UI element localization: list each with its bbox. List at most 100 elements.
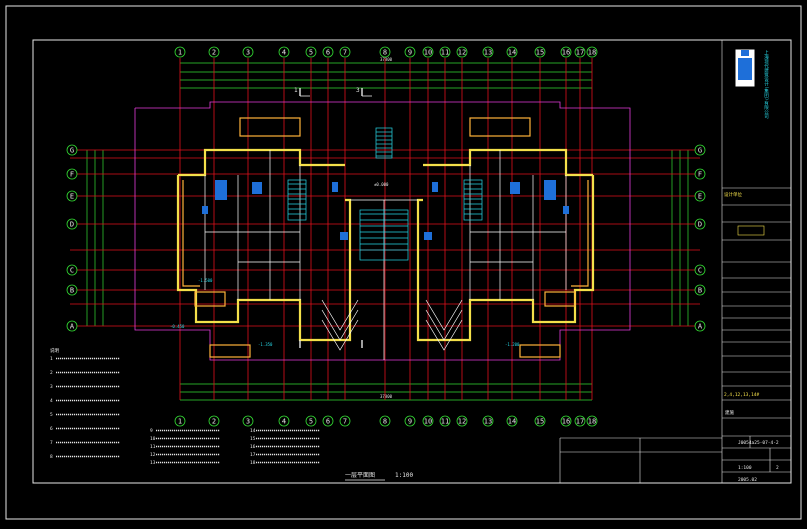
- axis-bottom-14-label: 14: [508, 418, 516, 426]
- axis-bottom-1: 1: [174, 415, 186, 427]
- title-block: [559, 40, 791, 483]
- axis-bottom-5-label: 5: [309, 418, 313, 426]
- elevation-label-2: -0.450: [170, 324, 185, 329]
- axis-bottom-15-label: 15: [536, 418, 544, 426]
- axis-bottom-17: 17: [574, 415, 586, 427]
- axis-top-5: 5: [305, 46, 317, 58]
- axis-right-C-label: C: [698, 267, 702, 275]
- axis-top-9-label: 9: [408, 49, 412, 57]
- axis-bottom-9-label: 9: [408, 418, 412, 426]
- axis-left-A-label: A: [70, 323, 75, 331]
- note-number: 6: [50, 426, 53, 432]
- axis-top-2: 2: [208, 46, 220, 58]
- notes-header: 说明: [50, 347, 59, 354]
- axis-top-14-label: 14: [508, 49, 516, 57]
- axis-left-F: F: [66, 168, 78, 180]
- axis-left-C-label: C: [70, 267, 74, 275]
- axis-right-E: E: [694, 190, 706, 202]
- axis-top-18-label: 18: [588, 49, 596, 57]
- axis-bottom-8: 8: [379, 415, 391, 427]
- tb-project-number: J0054a25-07-4-2: [738, 440, 779, 446]
- tb-stamp-box: [737, 225, 765, 236]
- axis-bottom-7-label: 7: [343, 418, 347, 426]
- axis-left-F-label: F: [70, 171, 74, 179]
- axis-right-F: F: [694, 168, 706, 180]
- sheet-inner-frame: [32, 39, 792, 484]
- axis-top-4-label: 4: [282, 49, 286, 57]
- axis-bottom-15: 15: [534, 415, 546, 427]
- axis-top-2-label: 2: [212, 49, 216, 57]
- axis-left-A: A: [66, 320, 78, 332]
- axis-bottom-12: 12: [456, 415, 468, 427]
- axis-bottom-17-label: 17: [576, 418, 584, 426]
- axis-bottom-11: 11: [439, 415, 451, 427]
- axis-top-4: 4: [278, 46, 290, 58]
- axis-bottom-12-label: 12: [458, 418, 466, 426]
- axis-left-G-label: G: [70, 147, 74, 155]
- tb-sheet-label: 建施: [725, 409, 734, 416]
- note-number: 16: [250, 444, 256, 450]
- axis-top-6: 6: [322, 46, 334, 58]
- axis-left-E-label: E: [70, 193, 74, 201]
- axis-bottom-18: 18: [586, 415, 598, 427]
- axis-top-15-label: 15: [536, 49, 544, 57]
- stair-treads: [288, 131, 482, 251]
- note-number: 17: [250, 452, 256, 458]
- axis-top-15: 15: [534, 46, 546, 58]
- note-number: 12: [150, 452, 156, 458]
- site-outline: [134, 101, 631, 361]
- axis-top-16: 16: [560, 46, 572, 58]
- axis-top-7-label: 7: [343, 49, 347, 57]
- axis-bottom-11-label: 11: [441, 418, 449, 426]
- garage-ramps: [321, 299, 463, 351]
- section-mark-1: 1: [294, 87, 298, 94]
- exterior-walls: [176, 148, 595, 342]
- axis-right-C: C: [694, 264, 706, 276]
- axis-right-A: A: [694, 320, 706, 332]
- axis-bottom-13-label: 13: [484, 418, 492, 426]
- axis-left-G: G: [66, 144, 78, 156]
- note-number: 8: [50, 454, 53, 460]
- axis-top-18: 18: [586, 46, 598, 58]
- sheet-outer-frame: [5, 5, 802, 520]
- top-dimension-chains: [86, 62, 689, 401]
- axis-right-E-label: E: [698, 193, 702, 201]
- note-number: 15: [250, 436, 256, 442]
- terraces: [194, 117, 576, 358]
- company-name: 上海现代建筑设计(集团)有限公司: [764, 49, 770, 119]
- axis-bottom-16: 16: [560, 415, 572, 427]
- axis-top-6-label: 6: [326, 49, 330, 57]
- axis-top-7: 7: [339, 46, 351, 58]
- axis-bottom-1-label: 1: [178, 418, 182, 426]
- axis-bottom-3-label: 3: [246, 418, 250, 426]
- axis-left-B: B: [66, 284, 78, 296]
- axis-left-C: C: [66, 264, 78, 276]
- axis-top-10: 10: [422, 46, 434, 58]
- axis-bottom-6: 6: [322, 415, 334, 427]
- axis-bottom-9: 9: [404, 415, 416, 427]
- axis-left-B-label: B: [70, 287, 74, 295]
- axis-top-17-label: 17: [576, 49, 584, 57]
- axis-top-14: 14: [506, 46, 518, 58]
- elevation-label-1: -1.500: [198, 278, 213, 283]
- axis-top-11-label: 11: [441, 49, 449, 57]
- tb-project-scope: 2,4,12,13,14#: [724, 392, 760, 398]
- note-number: 14: [250, 428, 256, 434]
- note-number: 10: [150, 436, 156, 442]
- note-number: 2: [50, 370, 53, 376]
- bottom-overall-dimension: 37800: [380, 394, 393, 399]
- note-number: 7: [50, 440, 53, 446]
- axis-top-10-label: 10: [424, 49, 432, 57]
- axis-top-12: 12: [456, 46, 468, 58]
- axis-top-1-label: 1: [178, 49, 182, 57]
- top-overall-dimension: 37800: [380, 57, 393, 62]
- note-number: 9: [150, 428, 153, 434]
- axis-bottom-10-label: 10: [424, 418, 432, 426]
- section-mark-3: 3: [356, 87, 360, 94]
